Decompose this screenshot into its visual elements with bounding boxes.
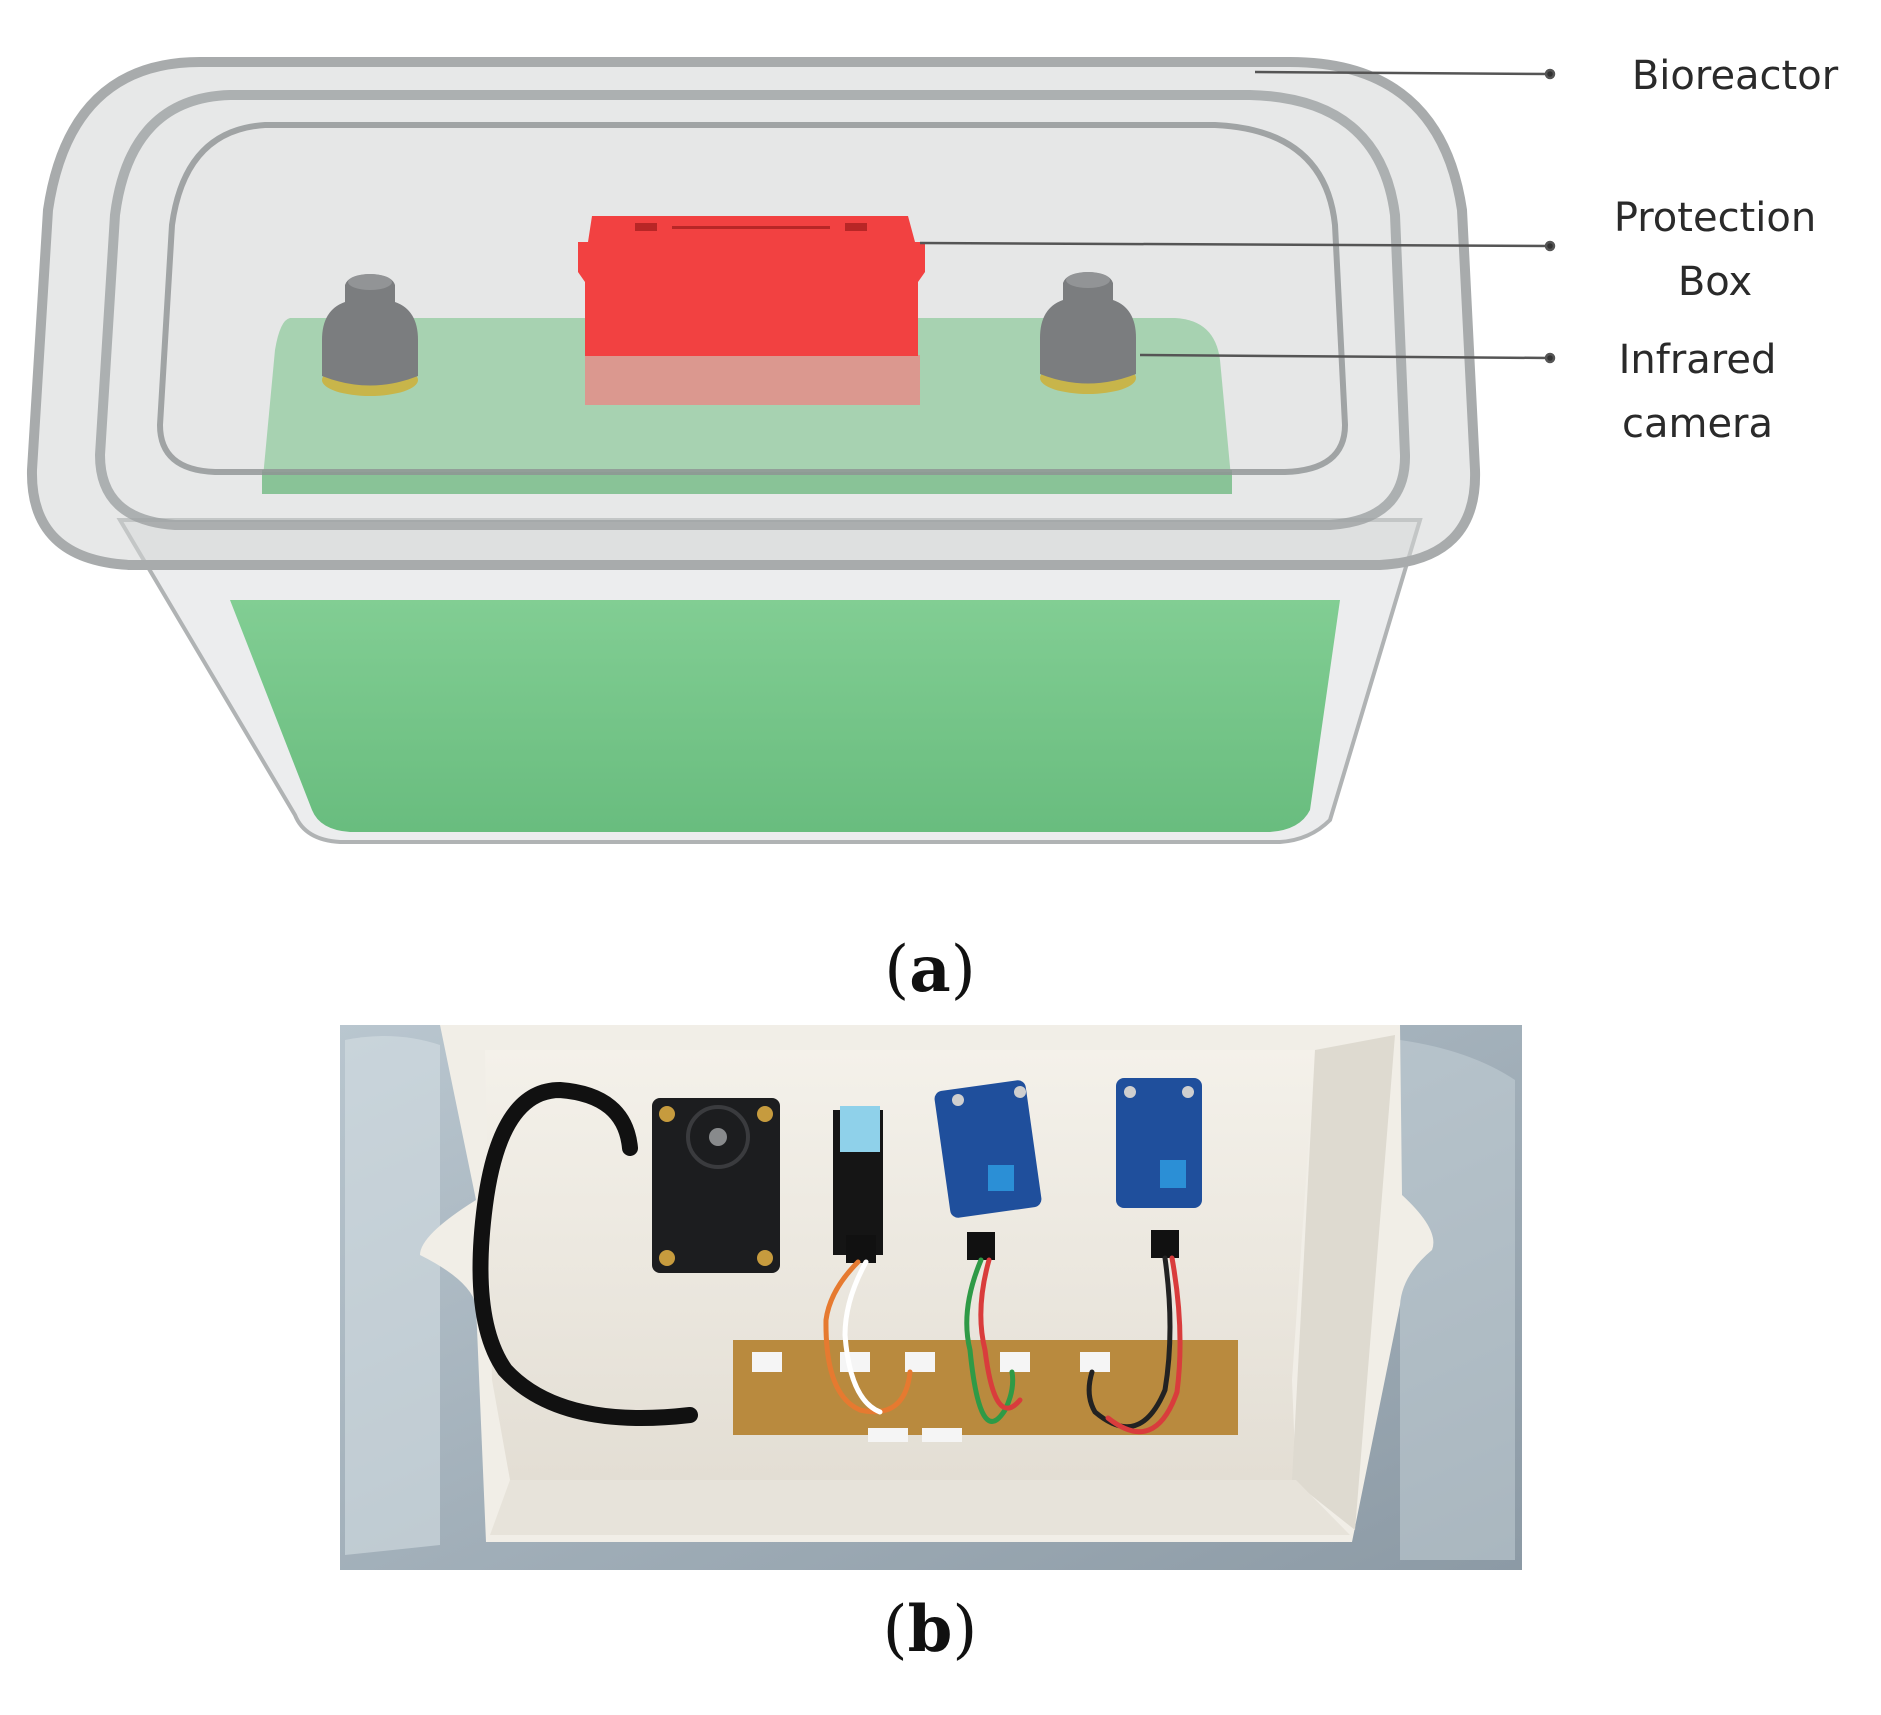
panel-label-a-open: ( (884, 933, 910, 1007)
panel-label-b-letter: b (907, 1592, 953, 1667)
container-wall (116, 518, 1423, 844)
jumper-wires (823, 1255, 1183, 1435)
callout-protection-box-line2: Box (1677, 259, 1753, 305)
infrared-camera-right (1040, 272, 1136, 394)
lid-mid-rim (94, 90, 1411, 530)
panel-label-a-letter: a (909, 932, 951, 1007)
panel-label-a: (a) (830, 930, 1030, 1010)
sensor-cable (472, 1081, 698, 1426)
protection-box (578, 216, 925, 405)
culture-body (230, 600, 1340, 832)
humidity-sensor-module (833, 1106, 883, 1263)
callout-infrared-camera-line2: camera (1621, 401, 1774, 447)
callout-leaders (919, 68, 1556, 364)
panel-label-b-open: ( (882, 1593, 908, 1667)
callout-protection-box: Protection Box (1595, 186, 1835, 314)
bioreactor-render (26, 57, 1481, 844)
panel-label-a-close: ) (950, 933, 976, 1007)
callout-bioreactor: Bioreactor (1610, 44, 1860, 108)
callout-protection-box-line1: Protection (1613, 195, 1817, 241)
blue-sensor-board-2 (1116, 1078, 1202, 1258)
callout-infrared-camera-line1: Infrared (1618, 337, 1777, 383)
panel-label-b: (b) (830, 1590, 1030, 1670)
sensor-box-photo (340, 1025, 1522, 1570)
optical-sensor-module (652, 1098, 780, 1273)
callout-bioreactor-line1: Bioreactor (1631, 53, 1839, 99)
panel-label-b-close: ) (952, 1593, 978, 1667)
leader-protection-box (919, 241, 1551, 248)
leader-infrared-camera (1139, 353, 1551, 360)
blue-sensor-board-1 (934, 1080, 1042, 1260)
infrared-camera-left (322, 274, 418, 396)
leader-bioreactor (1254, 70, 1551, 76)
callout-infrared-camera: Infrared camera (1595, 328, 1800, 456)
